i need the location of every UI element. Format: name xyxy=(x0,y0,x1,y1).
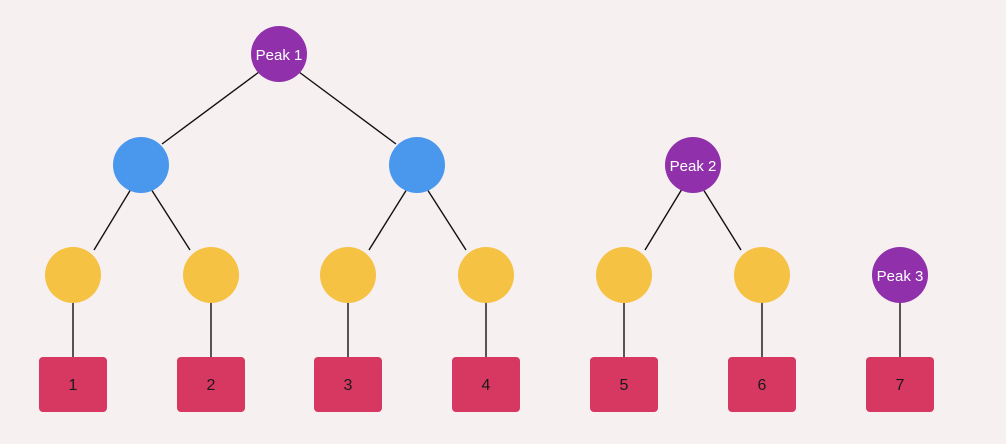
peak-nodes: Peak 1 Peak 2 Peak 3 xyxy=(251,26,928,303)
leaf-nodes: 1 2 3 4 5 6 7 xyxy=(39,357,934,412)
leaf-node-1-box xyxy=(39,357,107,412)
leaf-node-3: 3 xyxy=(314,357,382,412)
leaf-node-5-label: 5 xyxy=(620,377,629,394)
leaf-node-4: 4 xyxy=(452,357,520,412)
peak-node-3: Peak 3 xyxy=(872,247,928,303)
leaf-node-4-label: 4 xyxy=(482,377,491,394)
middle-node-6 xyxy=(734,247,790,303)
leaf-node-7: 7 xyxy=(866,357,934,412)
leaf-node-3-box xyxy=(314,357,382,412)
edge-internal-left-middle1 xyxy=(93,188,132,251)
peak-node-3-label: Peak 3 xyxy=(877,268,924,285)
peak-node-2-label: Peak 2 xyxy=(670,158,717,175)
leaf-node-2-box xyxy=(177,357,245,412)
edge-peak1-internal-left xyxy=(161,71,260,145)
leaf-node-2-label: 2 xyxy=(207,377,216,394)
middle-node-1 xyxy=(45,247,101,303)
leaf-node-7-label: 7 xyxy=(896,377,905,394)
leaf-node-2: 2 xyxy=(177,357,245,412)
middle-node-5 xyxy=(596,247,652,303)
leaf-node-1: 1 xyxy=(39,357,107,412)
middle-node-3 xyxy=(320,247,376,303)
edge-peak2-middle6 xyxy=(702,188,742,251)
leaf-node-1-label: 1 xyxy=(69,377,78,394)
peak-node-2: Peak 2 xyxy=(665,137,721,193)
peak-node-3-circle xyxy=(872,247,928,303)
leaf-node-6-label: 6 xyxy=(758,377,767,394)
middle-node-2 xyxy=(183,247,239,303)
middle-node-4 xyxy=(458,247,514,303)
peak-node-1-label: Peak 1 xyxy=(256,47,303,64)
edges xyxy=(72,71,901,357)
leaf-node-7-box xyxy=(866,357,934,412)
leaf-node-6: 6 xyxy=(728,357,796,412)
edge-internal-left-middle2 xyxy=(150,188,191,251)
leaf-node-6-box xyxy=(728,357,796,412)
peak-node-1-circle xyxy=(251,26,307,82)
leaf-node-4-box xyxy=(452,357,520,412)
edge-peak2-middle5 xyxy=(644,188,683,251)
edge-internal-right-middle4 xyxy=(426,188,467,251)
peak-node-2-circle xyxy=(665,137,721,193)
leaf-node-5: 5 xyxy=(590,357,658,412)
edge-peak1-internal-right xyxy=(298,71,397,145)
internal-nodes xyxy=(113,137,445,193)
internal-node-left xyxy=(113,137,169,193)
internal-node-right xyxy=(389,137,445,193)
leaf-node-5-box xyxy=(590,357,658,412)
edge-internal-right-middle3 xyxy=(368,188,408,251)
leaf-node-3-label: 3 xyxy=(344,377,353,394)
middle-nodes xyxy=(45,247,790,303)
peak-node-1: Peak 1 xyxy=(251,26,307,82)
